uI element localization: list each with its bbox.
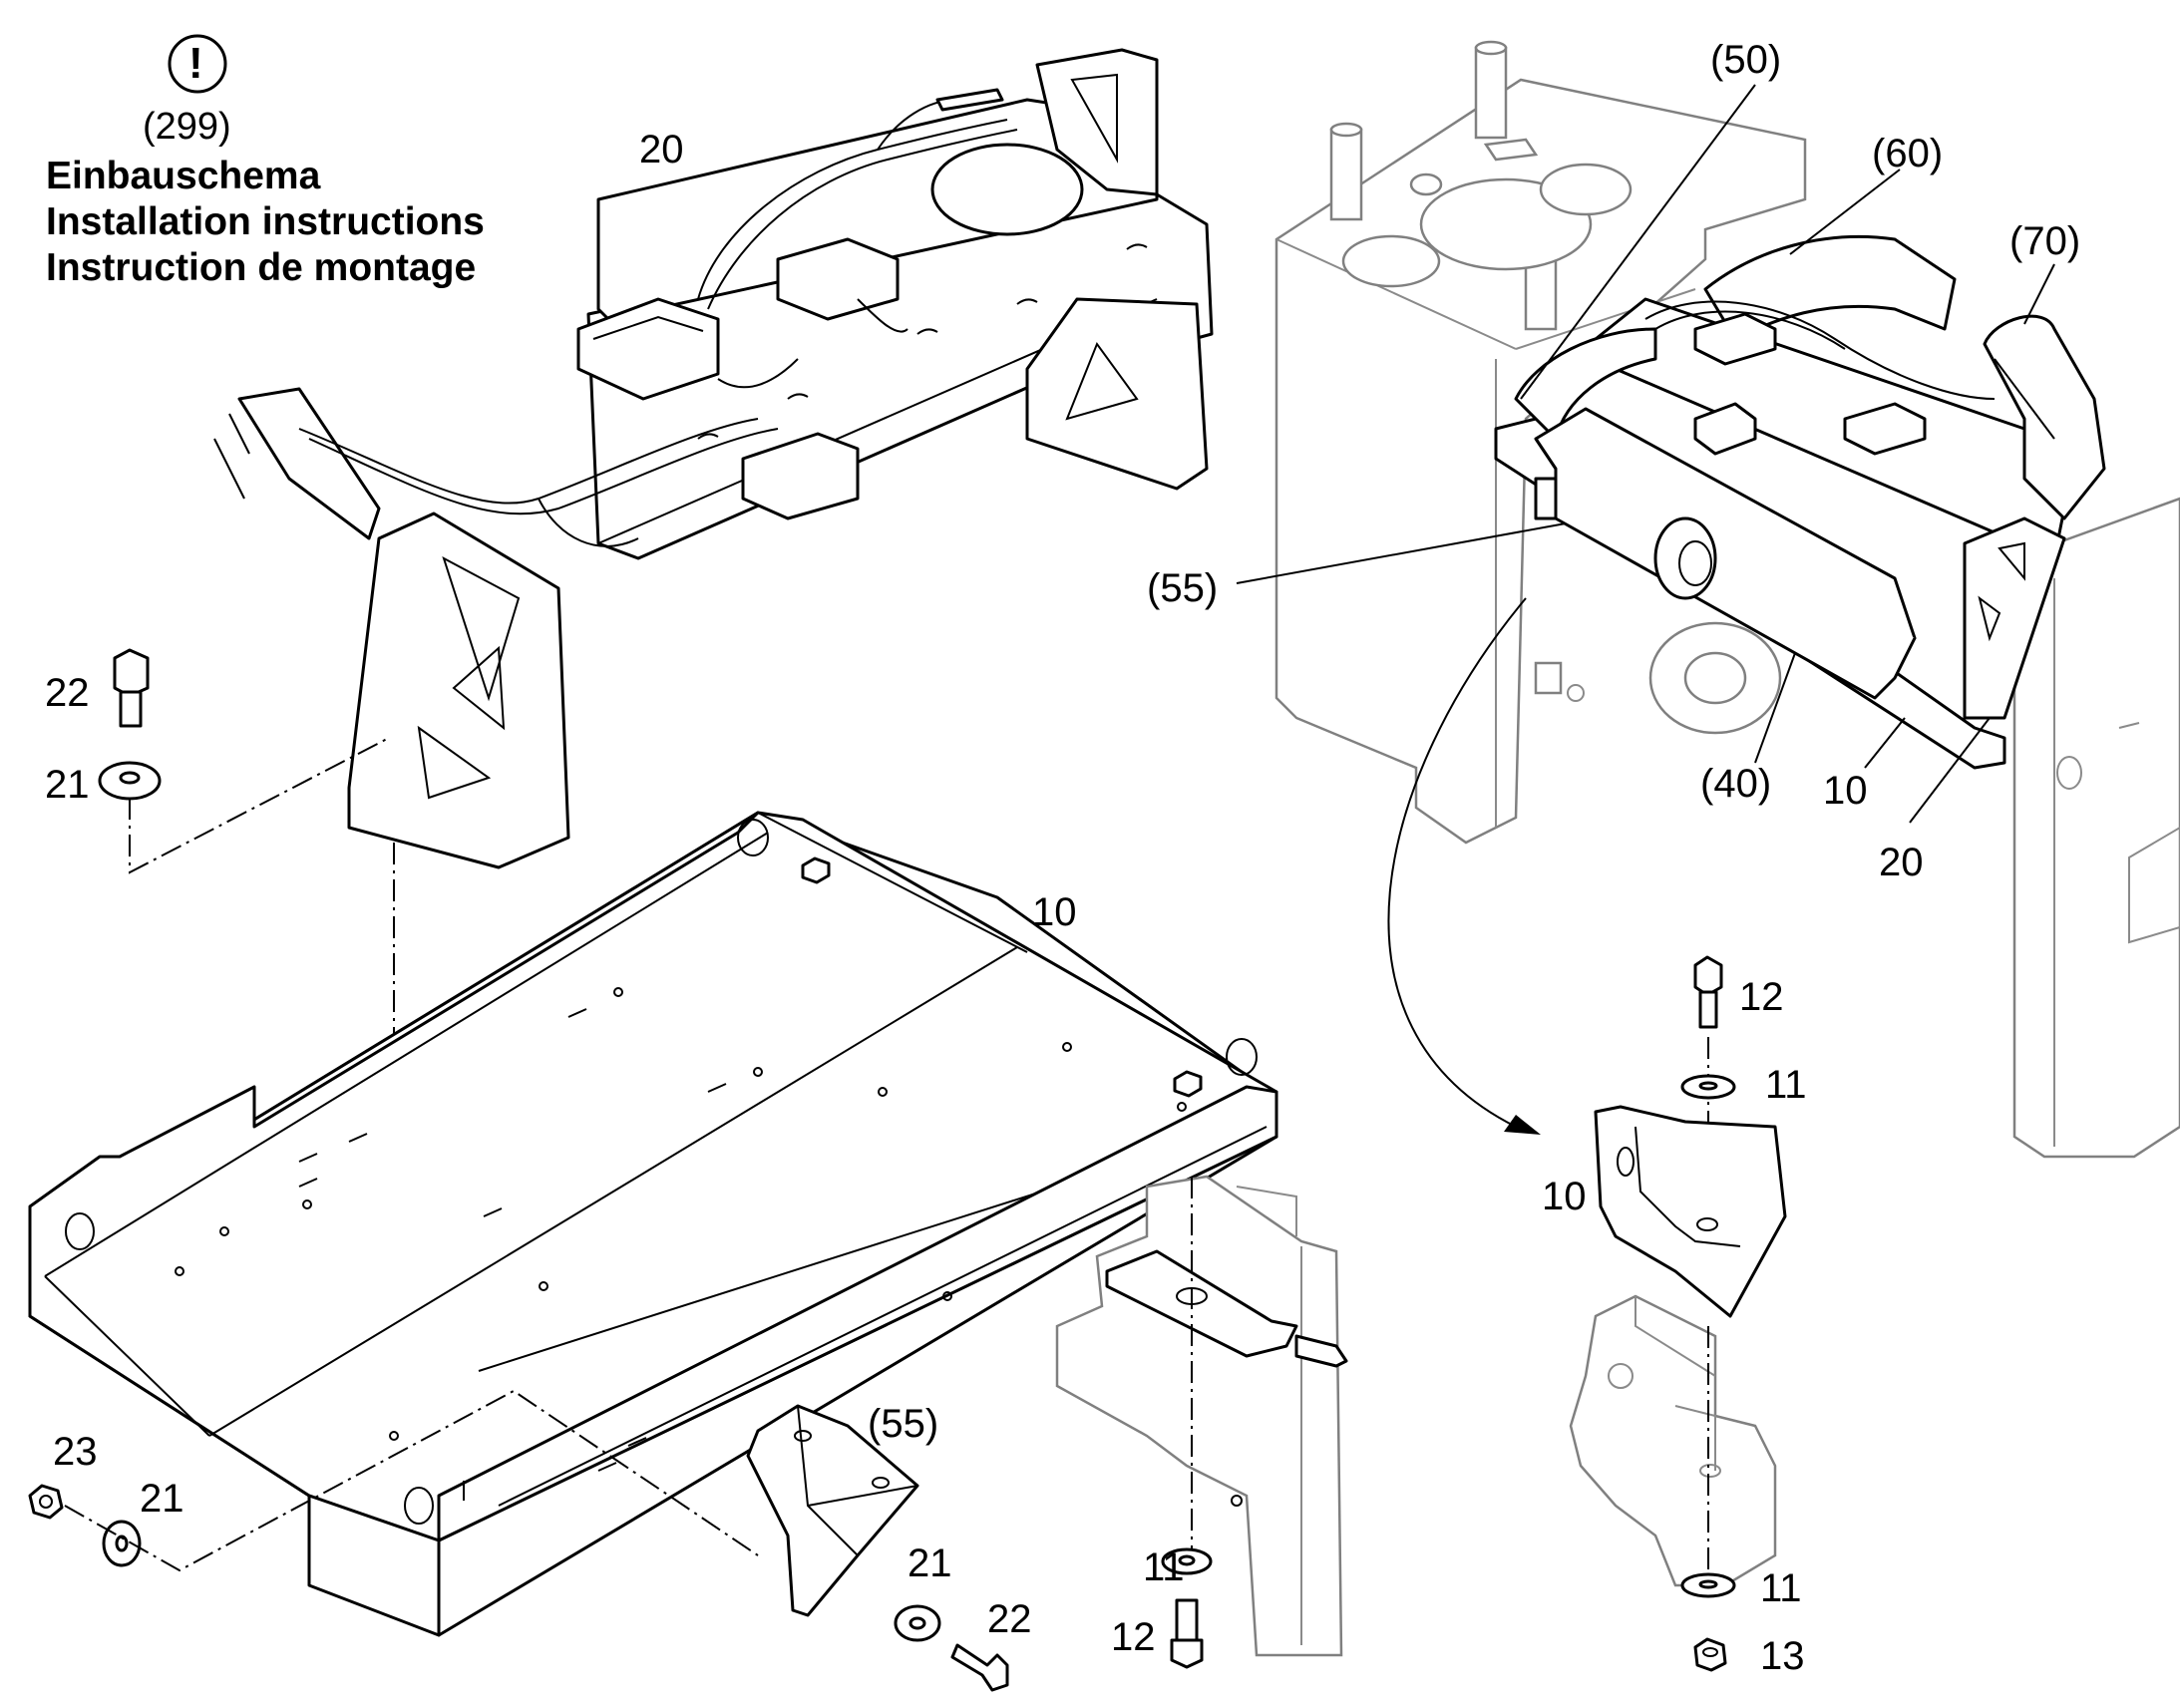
washer-11-detail-bottom <box>1680 1572 1736 1598</box>
label-10-detail: 10 <box>1542 1175 1587 1218</box>
label-22-left: 22 <box>45 671 90 715</box>
label-11-middle: 11 <box>1143 1545 1185 1589</box>
label-22-bottom-right: 22 <box>987 1597 1032 1641</box>
label-50: (50) <box>1710 38 1782 82</box>
label-21-bottom: 21 <box>140 1477 184 1521</box>
mount-detail-middle <box>1055 1175 1348 1657</box>
label-60: (60) <box>1872 132 1944 175</box>
label-12-middle: 12 <box>1111 1615 1156 1659</box>
warning-ref: (299) <box>143 106 231 148</box>
label-70: (70) <box>2009 219 2081 263</box>
bolt-22-bottom-right <box>950 1643 1009 1692</box>
label-13: 13 <box>1760 1634 1805 1678</box>
base-tray-10 <box>28 811 1278 1637</box>
label-10-right: 10 <box>1823 769 1868 813</box>
label-40: (40) <box>1700 762 1772 806</box>
frame-assembly-20 <box>213 48 1214 869</box>
warning-icon <box>168 34 227 94</box>
label-11-detail-top: 11 <box>1765 1063 1807 1107</box>
washer-11-middle <box>1161 1547 1213 1575</box>
washer-11-detail-top <box>1680 1074 1736 1100</box>
bracket-10-detail <box>1594 1105 1787 1318</box>
label-12-detail: 12 <box>1739 975 1784 1019</box>
label-55-bracket: (55) <box>868 1402 939 1446</box>
label-10-tray: 10 <box>1032 890 1077 934</box>
label-21-left: 21 <box>45 763 90 807</box>
label-20-frame: 20 <box>639 128 684 171</box>
mount-detail-right <box>1569 1294 1777 1587</box>
nut-13 <box>1693 1637 1727 1672</box>
label-55-right: (55) <box>1147 566 1219 610</box>
title-fr: Instruction de montage <box>46 246 477 289</box>
washer-21-bottom <box>102 1520 142 1567</box>
label-23: 23 <box>53 1430 98 1474</box>
warning-symbol: ! <box>188 39 203 88</box>
title-de: Einbauschema <box>46 155 321 197</box>
bolt-22-left <box>113 648 150 728</box>
bolt-12-detail <box>1693 955 1723 1029</box>
bolt-12-middle <box>1170 1598 1204 1669</box>
nut-23 <box>28 1484 64 1520</box>
boiler-assembly <box>1274 40 2180 1159</box>
washer-21-bottom-right <box>894 1604 941 1642</box>
label-20-right: 20 <box>1879 841 1924 884</box>
label-21-bottom-right: 21 <box>908 1541 952 1585</box>
bracket-55 <box>746 1404 919 1617</box>
label-11-detail-bottom: 11 <box>1760 1566 1802 1610</box>
washer-21-left <box>98 761 162 801</box>
title-en: Installation instructions <box>46 200 485 243</box>
